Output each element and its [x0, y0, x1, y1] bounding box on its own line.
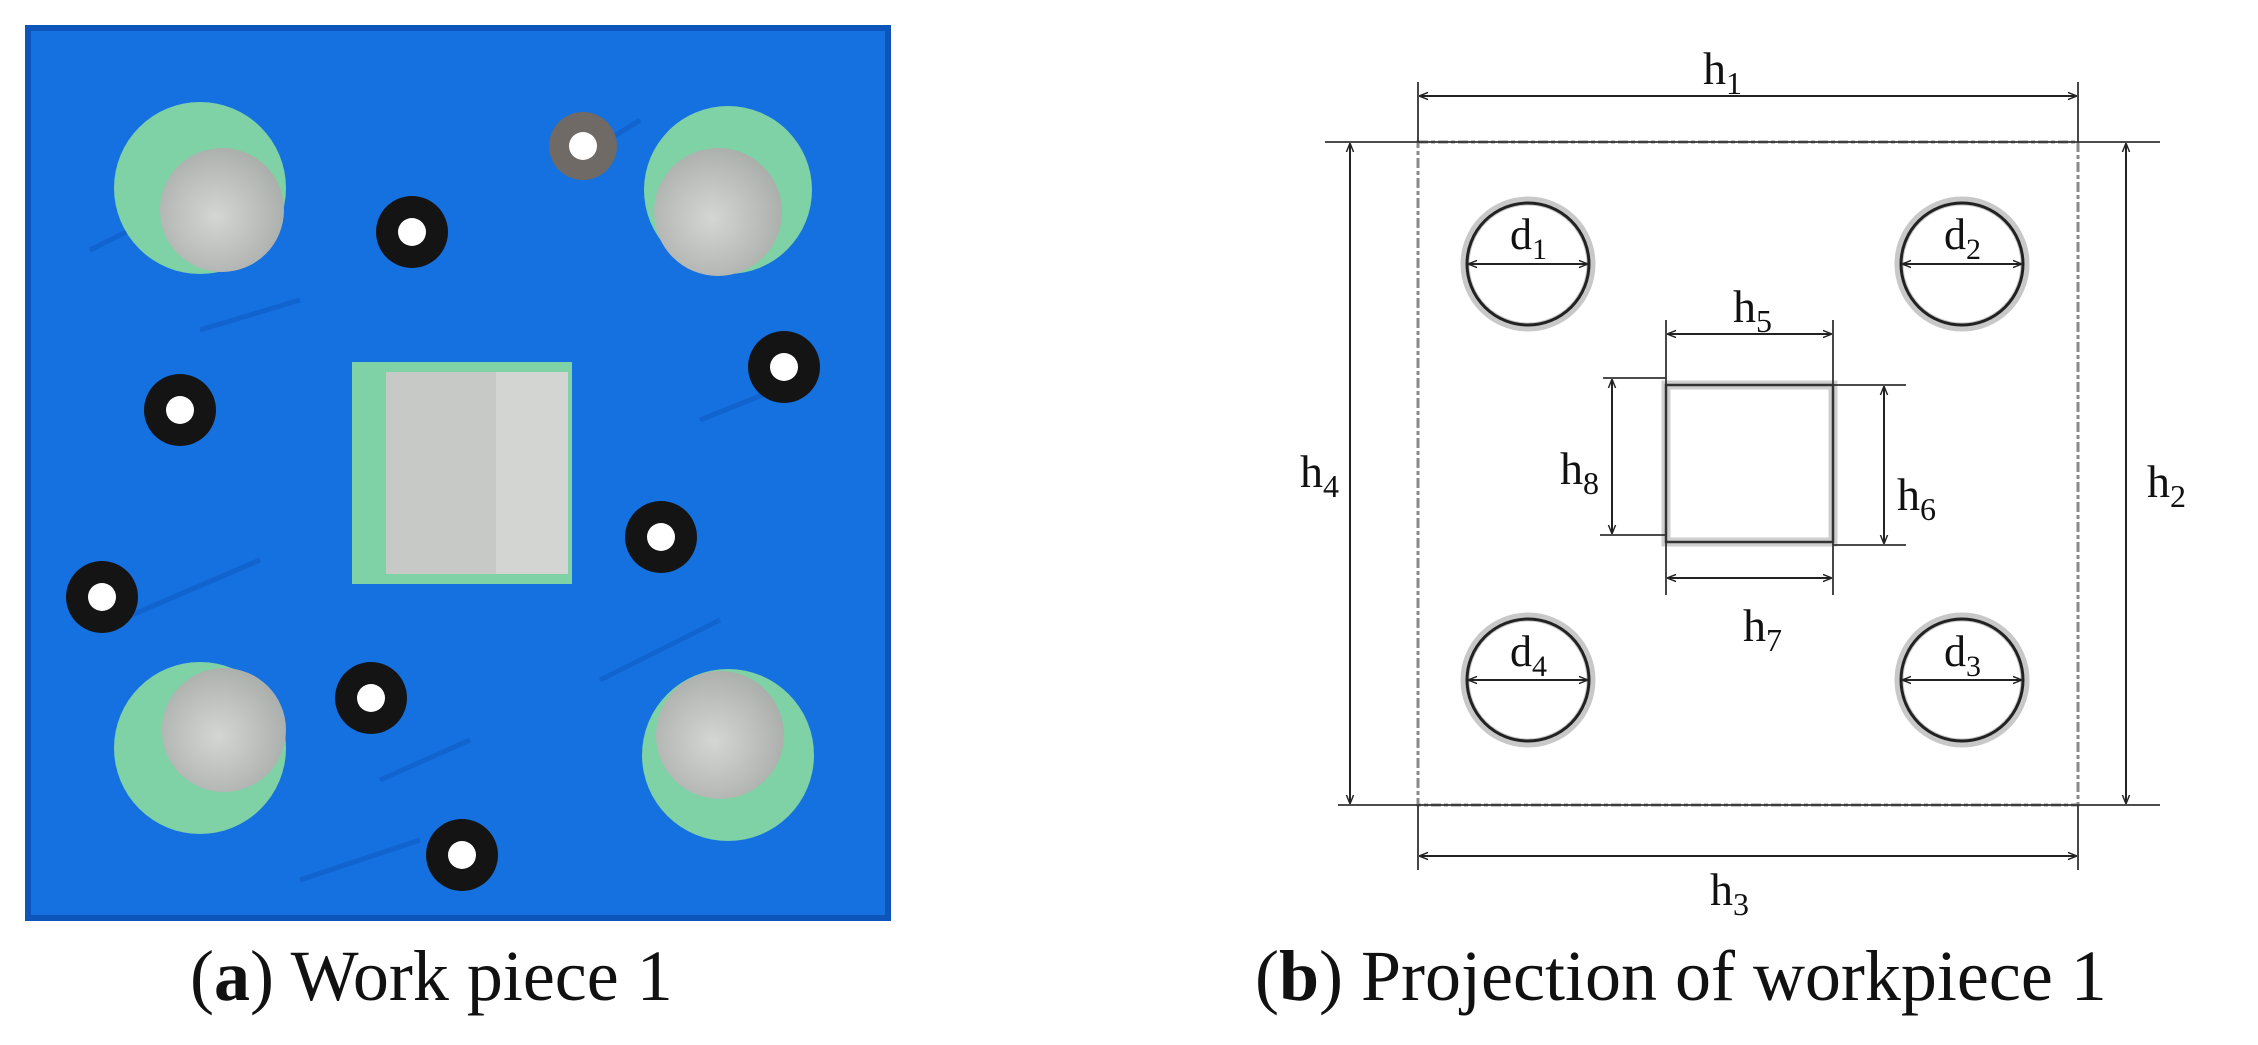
- projection-hole-d3: [1894, 612, 2030, 748]
- round-hole-bottom-right: [642, 669, 814, 841]
- plate-edge-shadow: [25, 25, 891, 921]
- target-marker: [144, 374, 216, 446]
- label-d1: d1: [1510, 210, 1547, 266]
- target-marker: [549, 112, 617, 180]
- projection-hole-d2: [1894, 196, 2030, 332]
- extension-lines: [1325, 82, 2160, 870]
- dimension-lines: [1350, 96, 2126, 856]
- label-h8: h8: [1560, 443, 1599, 501]
- label-h3: h3: [1710, 864, 1749, 922]
- caption-a: (a) Work piece 1: [190, 936, 673, 1016]
- target-marker: [748, 331, 820, 403]
- caption-b-letter: b: [1278, 936, 1320, 1016]
- round-hole-top-right: [644, 106, 812, 276]
- label-h2: h2: [2147, 456, 2186, 514]
- target-marker: [625, 501, 697, 573]
- caption-a-letter: a: [213, 936, 250, 1016]
- projection-hole-d4: [1460, 612, 1596, 748]
- caption-a-text: Work piece 1: [290, 936, 673, 1016]
- panel-b-projection: h1 h2 h3 h4 h5 h6 h7 h8 d1 d2 d3 d4: [1300, 43, 2186, 922]
- target-marker: [376, 196, 448, 268]
- label-h7: h7: [1743, 600, 1782, 658]
- label-h5: h5: [1733, 281, 1772, 339]
- label-d3: d3: [1944, 627, 1981, 683]
- caption-b-text: Projection of workpiece 1: [1361, 936, 2107, 1016]
- panel-a-photo: [25, 25, 891, 921]
- label-h1: h1: [1703, 43, 1742, 101]
- projection-hole-d1: [1460, 196, 1596, 332]
- target-marker: [426, 819, 498, 891]
- label-h6: h6: [1897, 469, 1936, 527]
- target-marker: [66, 561, 138, 633]
- label-d4: d4: [1510, 627, 1547, 683]
- target-marker: [335, 662, 407, 734]
- label-d2: d2: [1944, 210, 1981, 266]
- square-hole: [352, 362, 572, 584]
- target-markers: [66, 112, 820, 891]
- caption-b: (b) Projection of workpiece 1: [1255, 936, 2107, 1016]
- projection-square-hole: [1661, 380, 1838, 547]
- dimension-labels: h1 h2 h3 h4 h5 h6 h7 h8 d1 d2 d3 d4: [1300, 43, 2186, 922]
- round-hole-top-left: [114, 102, 286, 274]
- label-h4: h4: [1300, 446, 1339, 504]
- round-hole-bottom-left: [114, 662, 286, 834]
